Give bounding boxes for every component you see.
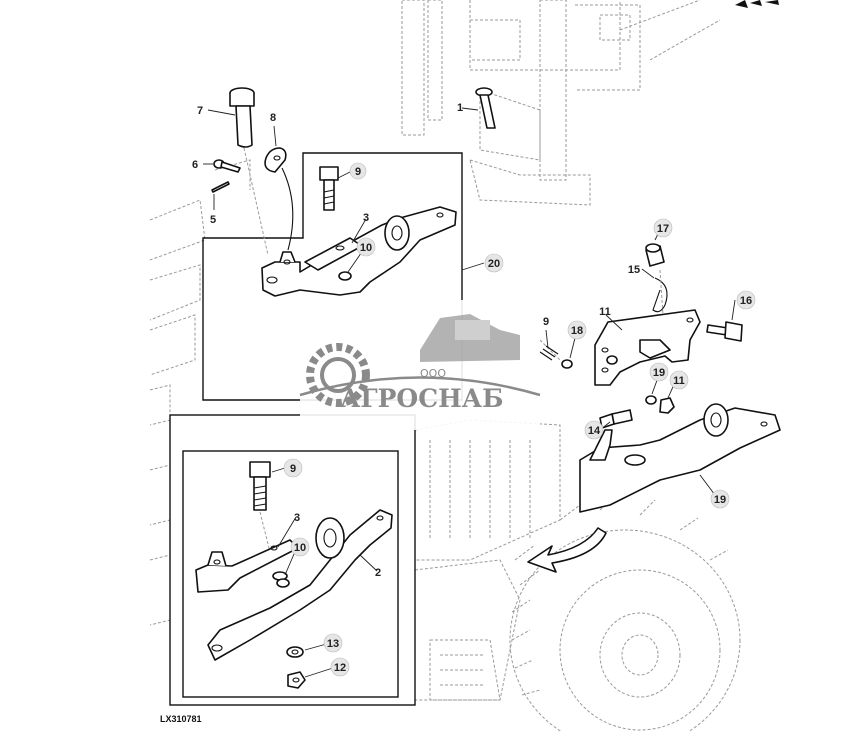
inset-part-11-nut xyxy=(287,671,306,689)
corner-mark xyxy=(735,0,779,8)
watermark: ООО АГРОСНАБ xyxy=(299,300,541,430)
callout-11-right: 11 xyxy=(673,375,685,387)
watermark-gear-icon xyxy=(306,343,370,407)
part-8-clip xyxy=(264,147,294,251)
callout-19-lower: 19 xyxy=(653,367,665,379)
callout-15: 14 xyxy=(588,425,601,437)
callout-8: 8 xyxy=(270,112,276,124)
inset-part-14-washer xyxy=(286,646,304,658)
part-7-pin xyxy=(229,87,269,256)
callout-20: 20 xyxy=(488,258,500,270)
tractor-background xyxy=(149,0,741,731)
drawing-code: LX310781 xyxy=(160,714,202,724)
detail-frame-inset xyxy=(169,414,416,706)
inset-part-10-washer xyxy=(272,571,290,588)
callout-10-inset: 10 xyxy=(294,542,306,554)
inset-part-2-drawbar xyxy=(207,509,393,661)
callout-1: 1 xyxy=(457,102,463,114)
callout-3-inset: 3 xyxy=(294,512,300,524)
detail-frame-20 xyxy=(202,152,463,401)
callout-2: 2 xyxy=(375,567,381,579)
callouts: 7 8 6 5 9 3 10 20 1 17 15 16 11 9 18 19 … xyxy=(192,102,756,677)
callout-9-inset: 9 xyxy=(290,463,296,475)
part-19-washer xyxy=(561,359,657,405)
callout-12: 11 xyxy=(599,306,611,318)
callout-5: 5 xyxy=(210,214,216,226)
part-16-bolt xyxy=(706,321,743,342)
callout-11-inset: 12 xyxy=(334,662,346,674)
part-9-bolt-upper xyxy=(319,166,339,211)
part-5-pin xyxy=(211,181,230,193)
callout-13: 15 xyxy=(628,264,640,276)
callout-6: 6 xyxy=(192,159,198,171)
callout-9-right: 9 xyxy=(543,316,549,328)
watermark-company-prefix: ООО xyxy=(420,367,446,380)
callout-19-upper: 18 xyxy=(571,325,583,337)
callout-3-upper: 3 xyxy=(363,212,369,224)
part-1-bolt xyxy=(475,87,496,129)
callout-14: 13 xyxy=(327,638,339,650)
watermark-company-name: АГРОСНАБ xyxy=(340,384,503,413)
callout-9-upper: 9 xyxy=(355,166,361,178)
callout-18: 19 xyxy=(714,494,726,506)
callout-16: 16 xyxy=(740,295,752,307)
part-17-bushing xyxy=(645,243,665,267)
inset-part-9-bolt xyxy=(249,461,273,561)
watermark-tractor-icon xyxy=(420,314,520,362)
callout-10-upper: 10 xyxy=(360,242,372,254)
part-18-drawbar-lower xyxy=(579,403,781,513)
part-6-bolt xyxy=(213,159,241,173)
part-15-bolt xyxy=(599,409,633,429)
callout-17: 17 xyxy=(657,223,669,235)
callout-7: 7 xyxy=(197,105,203,117)
arrow-direction xyxy=(527,527,607,573)
part-9-spring xyxy=(539,339,561,361)
part-11-nut xyxy=(659,397,675,414)
